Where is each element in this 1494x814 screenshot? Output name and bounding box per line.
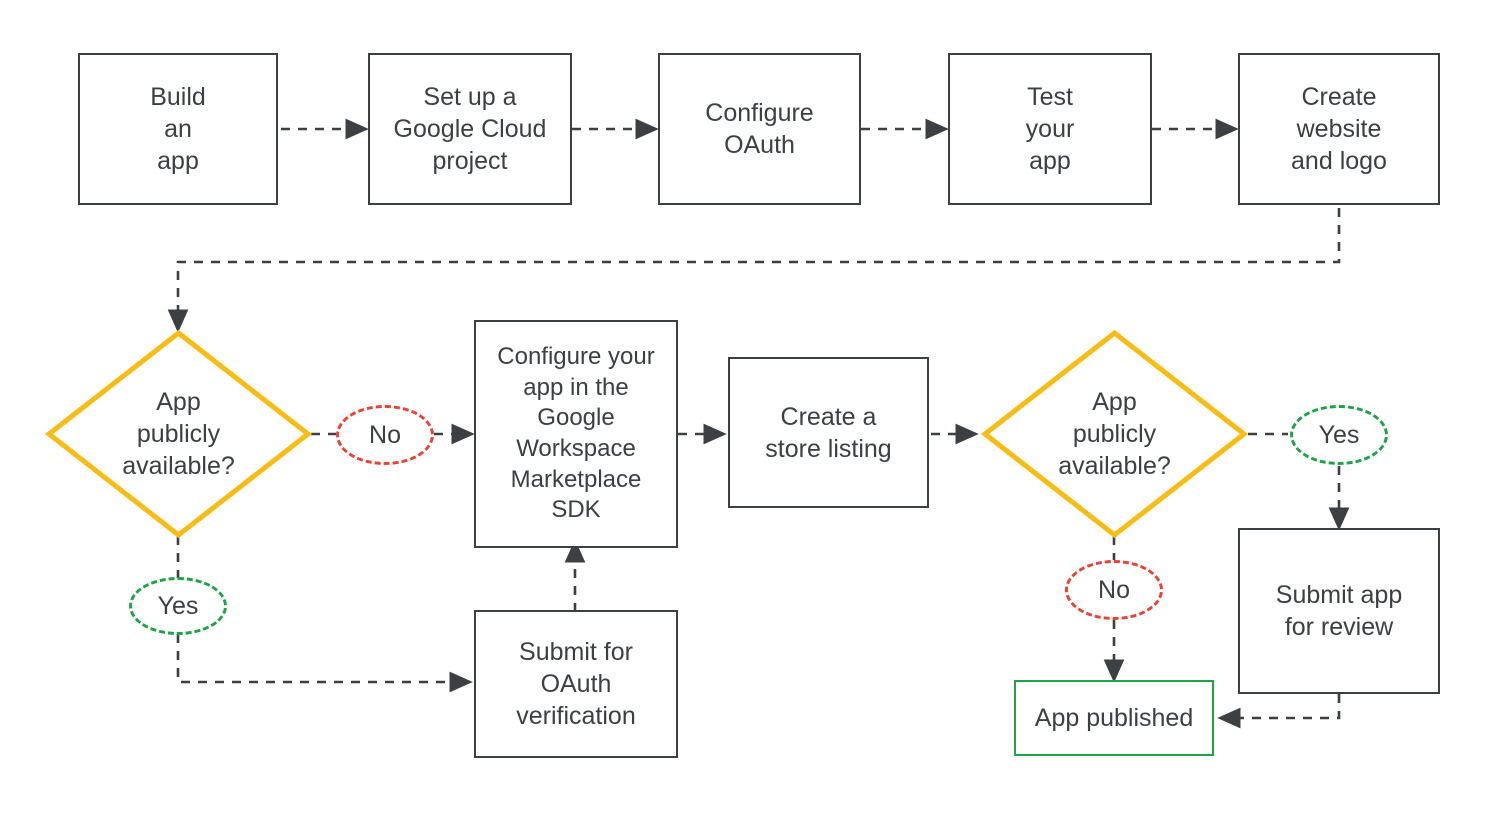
edge-submit-review-to-app-published	[1217, 694, 1341, 729]
diamond-shape-right	[980, 329, 1249, 539]
node-configure-oauth[interactable]: Configure OAuth	[658, 53, 861, 205]
edge-label-no-left: No	[336, 405, 434, 465]
node-decision-app-publicly-available-left[interactable]: App publicly available?	[44, 329, 313, 539]
diamond-shape-left	[44, 329, 313, 539]
edge-label-yes-left: Yes	[129, 577, 227, 635]
node-test-your-app[interactable]: Test your app	[948, 53, 1152, 205]
node-configure-app-in-marketplace-sdk[interactable]: Configure your app in the Google Workspa…	[474, 320, 678, 548]
edge-yes-to-submit-oauth	[176, 634, 473, 693]
node-submit-app-for-review[interactable]: Submit app for review	[1238, 528, 1440, 694]
node-submit-for-oauth-verification[interactable]: Submit for OAuth verification	[474, 610, 678, 758]
node-create-a-store-listing[interactable]: Create a store listing	[728, 357, 929, 508]
edge-label-no-right: No	[1065, 560, 1163, 620]
node-create-website-and-logo[interactable]: Create website and logo	[1238, 53, 1440, 205]
edge-label-yes-right: Yes	[1290, 405, 1388, 465]
decision-right-label: App publicly available?	[1058, 388, 1171, 480]
node-build-an-app[interactable]: Build an app	[78, 53, 278, 205]
decision-left-label: App publicly available?	[122, 388, 235, 480]
node-decision-app-publicly-available-right[interactable]: App publicly available?	[980, 329, 1249, 539]
node-app-published[interactable]: App published	[1014, 680, 1214, 756]
edge-website-to-decision-left	[167, 208, 1341, 333]
node-set-up-google-cloud-project[interactable]: Set up a Google Cloud project	[368, 53, 572, 205]
